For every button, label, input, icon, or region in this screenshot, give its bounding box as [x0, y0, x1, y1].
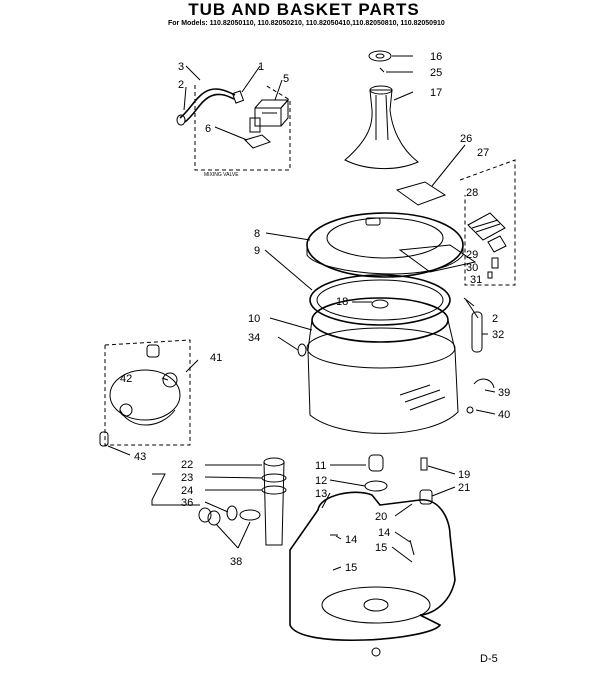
callout-42: 42	[120, 373, 132, 385]
outer-tub	[289, 491, 456, 657]
callout-16: 16	[430, 51, 442, 63]
wash-basket	[297, 297, 459, 434]
callout-14-left: 14	[345, 534, 357, 546]
callout-5: 5	[283, 73, 289, 85]
model-list: For Models: 110.82050110, 110.82050210, …	[168, 20, 445, 27]
callout-40: 40	[498, 409, 510, 421]
callout-8: 8	[254, 228, 260, 240]
callout-26: 26	[460, 133, 472, 145]
callout-2-right: 2	[492, 313, 498, 325]
hub-nut	[368, 454, 384, 472]
hose-clip	[473, 378, 495, 389]
agitator-assembly	[344, 50, 419, 170]
callout-28: 28	[466, 187, 478, 199]
tub-cover	[306, 212, 477, 278]
leader-lines	[107, 55, 496, 571]
callout-labels: 3 2 1 5 6 MIXING VALVE 16 25 17 26 27 28…	[120, 51, 510, 665]
callout-21: 21	[458, 482, 470, 494]
callout-3: 3	[178, 61, 184, 73]
callout-34: 34	[248, 332, 260, 344]
callout-19: 19	[458, 469, 470, 481]
callout-11: 11	[315, 460, 326, 472]
callout-14-right: 14	[378, 527, 390, 539]
callout-9: 9	[254, 245, 260, 257]
callout-38: 38	[230, 556, 242, 568]
callout-43: 43	[134, 451, 146, 463]
mixing-valve-label: MIXING VALVE	[204, 172, 239, 178]
callout-20: 20	[375, 511, 387, 523]
page-code: D-5	[480, 653, 498, 665]
callout-13: 13	[315, 488, 327, 500]
callout-15-right: 15	[375, 542, 387, 554]
callout-27: 27	[477, 147, 489, 159]
callout-30: 30	[466, 262, 478, 274]
dispenser-group	[459, 159, 516, 286]
callout-1: 1	[258, 61, 264, 73]
callout-2: 2	[178, 79, 184, 91]
callout-29: 29	[466, 249, 478, 261]
callout-31: 31	[470, 274, 482, 286]
callout-39: 39	[498, 387, 510, 399]
fill-hose	[471, 311, 483, 353]
callout-24: 24	[181, 485, 193, 497]
page-title: TUB AND BASKET PARTS	[188, 0, 420, 19]
callout-22: 22	[181, 459, 193, 471]
callout-25: 25	[430, 67, 442, 79]
filter-part	[395, 181, 447, 206]
callout-6: 6	[205, 123, 211, 135]
callout-18: 18	[336, 296, 348, 308]
callout-32: 32	[492, 329, 504, 341]
tub-seal-ring	[309, 274, 451, 326]
callout-17: 17	[430, 87, 442, 99]
callout-41: 41	[210, 352, 222, 364]
mixing-valve-group	[176, 84, 291, 171]
callout-23: 23	[181, 472, 193, 484]
basket-perforations	[399, 384, 446, 411]
callout-12: 12	[315, 475, 327, 487]
callout-15-left: 15	[345, 562, 357, 574]
drive-pipe	[198, 457, 287, 546]
pump-group	[99, 339, 191, 447]
callout-10: 10	[248, 313, 260, 325]
callout-36: 36	[181, 497, 193, 509]
